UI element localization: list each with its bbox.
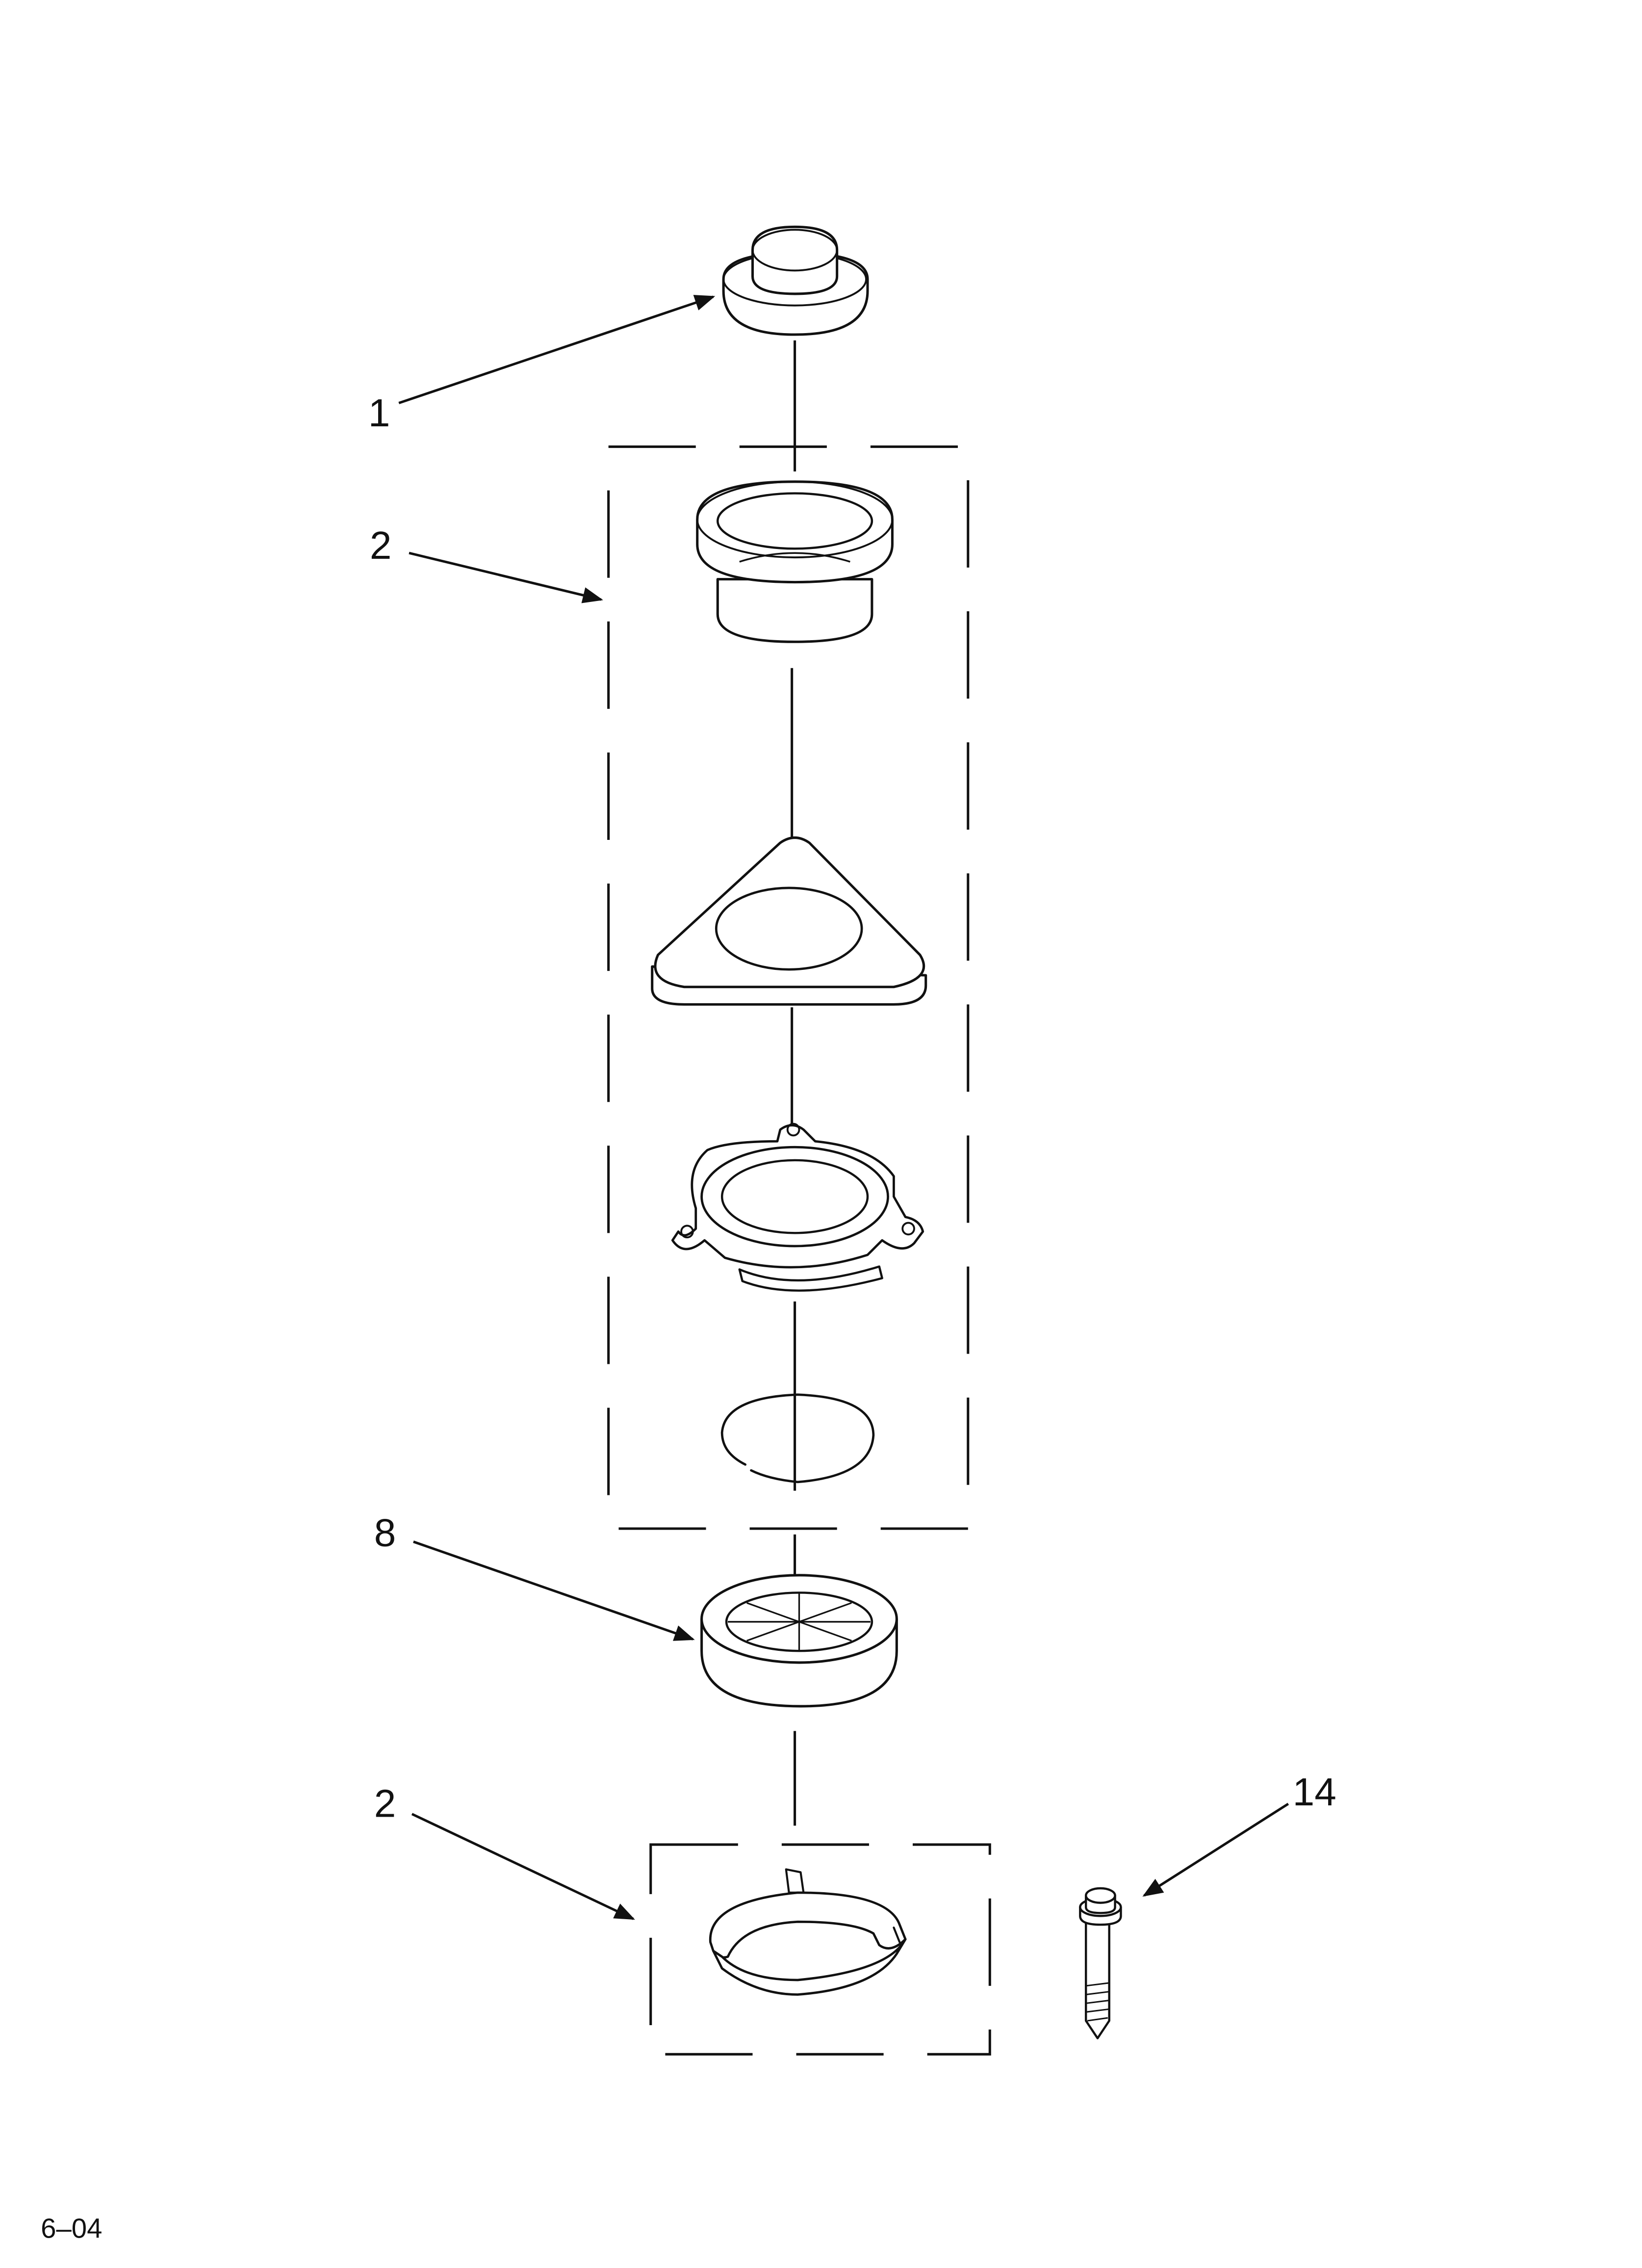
- callout-1: 1: [368, 391, 390, 435]
- assembly-group-box-bottom: [649, 1843, 991, 2056]
- mounting-ring-part: [671, 1122, 924, 1292]
- diagram-code: 6–04: [41, 2213, 102, 2243]
- bottom-retainer-ring-part: [709, 1868, 907, 1996]
- splash-guard-part: [700, 1574, 898, 1708]
- assembly-group-box-top: [607, 445, 970, 1530]
- leader-lines: [398, 295, 1289, 1920]
- callout-2-top: 2: [370, 523, 392, 567]
- stopper-part: [722, 225, 869, 336]
- sink-flange-part: [696, 480, 894, 643]
- bolt-part: [1079, 1887, 1122, 2039]
- callout-2-bottom: 2: [374, 1781, 396, 1825]
- triangle-gasket-part: [651, 836, 927, 1006]
- callout-14: 14: [1293, 1770, 1336, 1814]
- callout-8: 8: [374, 1510, 396, 1554]
- snap-ring-part: [720, 1393, 875, 1484]
- center-line: [791, 340, 796, 1826]
